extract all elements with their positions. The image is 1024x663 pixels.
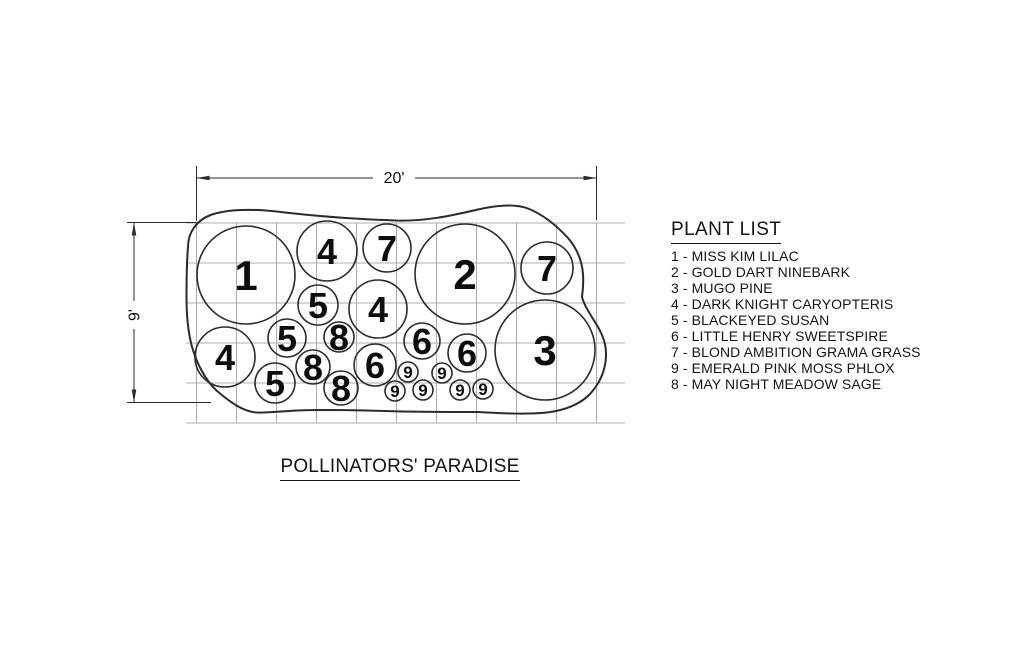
plant-list-title: PLANT LIST xyxy=(671,219,782,244)
plant-circle xyxy=(414,223,516,325)
plant-list-item: 8 - MAY NIGHT MEADOW SAGE xyxy=(671,376,882,392)
plant: 5 xyxy=(297,284,339,326)
plant-circle xyxy=(431,362,453,384)
width-dimension-label: 20' xyxy=(384,170,405,187)
plant: 4 xyxy=(296,220,358,282)
plant-number: 2 xyxy=(453,251,476,298)
plant-circle xyxy=(295,349,331,385)
plant: 2 xyxy=(414,223,516,325)
plant-list-item: 7 - BLOND AMBITION GRAMA GRASS xyxy=(671,344,921,360)
arrowhead-down-icon xyxy=(131,389,137,403)
plant-number: 7 xyxy=(537,248,557,289)
plant-circle xyxy=(397,361,419,383)
plant-circle xyxy=(296,220,358,282)
plant: 5 xyxy=(267,318,307,359)
plant-number: 6 xyxy=(412,321,432,362)
plant-number: 7 xyxy=(377,228,397,269)
plant: 6 xyxy=(403,321,441,362)
plant-number: 1 xyxy=(234,252,257,299)
arrowhead-right-icon xyxy=(583,175,597,181)
plant-circle xyxy=(348,279,408,339)
plant-number: 6 xyxy=(457,333,477,374)
plant: 5 xyxy=(254,362,296,404)
plant-number: 5 xyxy=(277,318,297,359)
plant-number: 4 xyxy=(368,289,388,330)
plant-number: 9 xyxy=(418,381,427,400)
plant: 7 xyxy=(520,241,574,295)
plant-circle xyxy=(194,326,256,388)
plant-number: 4 xyxy=(215,337,235,378)
plant-circle xyxy=(323,321,355,353)
plant-circle xyxy=(297,284,339,326)
height-dimension-label: 9' xyxy=(127,309,144,321)
plant-circle xyxy=(520,241,574,295)
plant-circle xyxy=(403,322,441,360)
plant-circle xyxy=(412,379,434,401)
plant-number: 8 xyxy=(331,368,351,409)
plant-list-item: 9 - EMERALD PINK MOSS PHLOX xyxy=(671,360,895,376)
plant: 6 xyxy=(353,343,397,387)
plant: 9 xyxy=(431,362,453,384)
plant-list-item: 4 - DARK KNIGHT CARYOPTERIS xyxy=(671,296,894,312)
plant: 9 xyxy=(384,380,406,402)
drawing-title: POLLINATORS' PARADISE xyxy=(280,456,520,481)
width-dimension xyxy=(196,166,597,221)
plant-circle xyxy=(449,379,471,401)
plant: 4 xyxy=(348,279,408,339)
plant-number: 9 xyxy=(478,380,487,399)
plant-circle xyxy=(494,299,596,401)
plant: 4 xyxy=(194,326,256,388)
plant-number: 4 xyxy=(317,231,337,272)
plant-number: 5 xyxy=(308,285,328,326)
plant: 1 xyxy=(196,225,296,325)
drawing-title-text: POLLINATORS' PARADISE xyxy=(280,456,520,481)
arrowhead-left-icon xyxy=(196,175,210,181)
plant-list-item: 3 - MUGO PINE xyxy=(671,280,773,296)
height-dimension xyxy=(127,222,211,403)
plant-circle xyxy=(254,362,296,404)
plant-number: 9 xyxy=(437,364,446,383)
plant-circle xyxy=(447,333,487,373)
plant-number: 9 xyxy=(390,382,399,401)
plant: 8 xyxy=(323,317,355,358)
plant: 9 xyxy=(449,379,471,401)
plant-circle xyxy=(353,343,397,387)
plant-circle xyxy=(472,378,494,400)
plant: 8 xyxy=(295,347,331,388)
plant-list-item: 1 - MISS KIM LILAC xyxy=(671,248,799,264)
plant: 9 xyxy=(412,379,434,401)
plant-circle xyxy=(267,318,307,358)
plant-number: 9 xyxy=(403,363,412,382)
plant-list-item: 6 - LITTLE HENRY SWEETSPIRE xyxy=(671,328,888,344)
plant-number: 9 xyxy=(455,381,464,400)
plant-circle xyxy=(384,380,406,402)
plant: 9 xyxy=(397,361,419,383)
plant: 7 xyxy=(362,223,412,273)
plant-number: 8 xyxy=(329,317,349,358)
plant-list-item: 5 - BLACKEYED SUSAN xyxy=(671,312,830,328)
plant: 8 xyxy=(323,368,359,409)
plant: 3 xyxy=(494,299,596,401)
plant-circle xyxy=(362,223,412,273)
plant-number: 5 xyxy=(265,363,285,404)
plant-circle xyxy=(323,370,359,406)
plant: 6 xyxy=(447,333,487,374)
plant-circle xyxy=(196,225,296,325)
plant-list-item: 2 - GOLD DART NINEBARK xyxy=(671,264,851,280)
arrowhead-up-icon xyxy=(131,222,137,236)
bed-outline xyxy=(185,204,608,415)
plant-number: 8 xyxy=(303,347,323,388)
plant-number: 6 xyxy=(365,345,385,386)
plant-number: 3 xyxy=(533,327,556,374)
plant: 9 xyxy=(472,378,494,400)
